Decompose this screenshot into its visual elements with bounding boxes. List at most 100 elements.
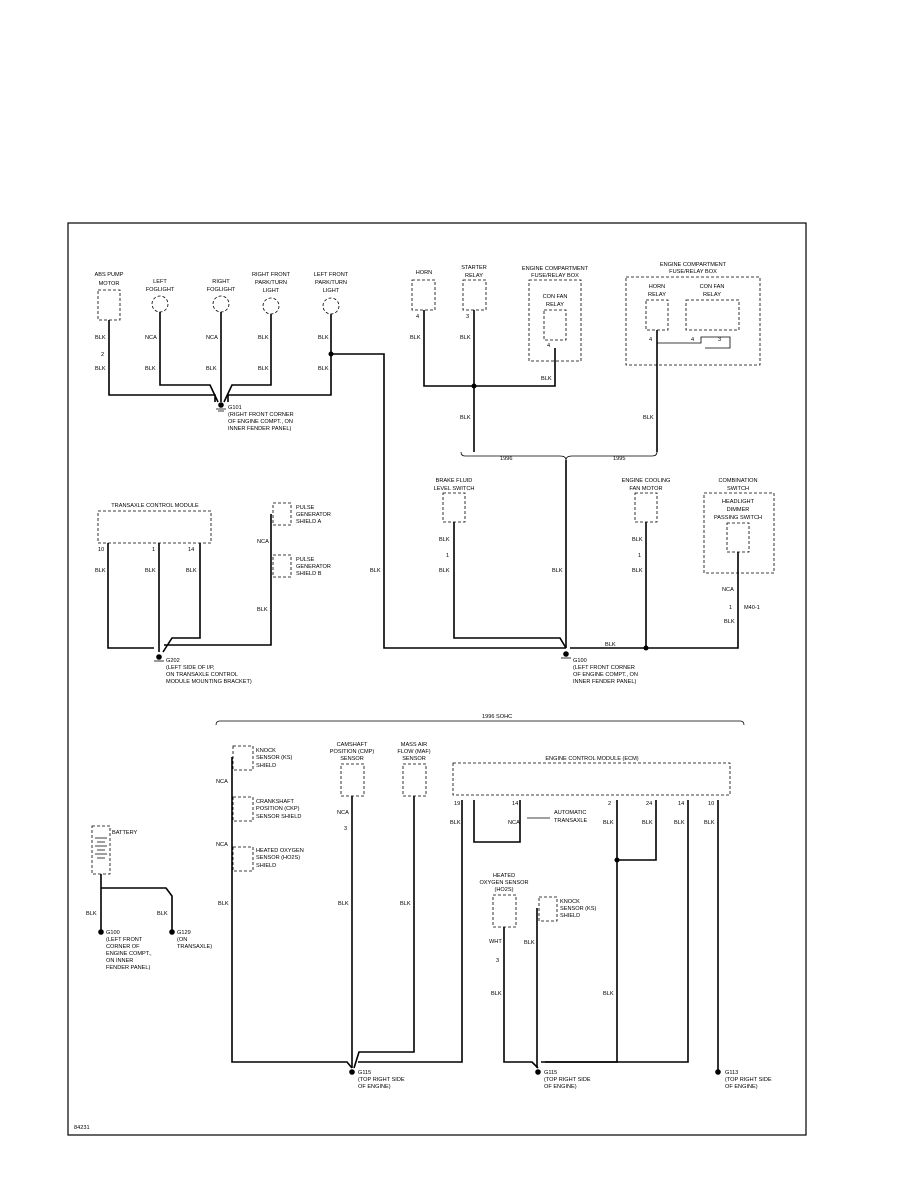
svg-text:POSITION (CKP): POSITION (CKP) bbox=[256, 806, 300, 812]
svg-text:OF ENGINE COMPT., ON: OF ENGINE COMPT., ON bbox=[573, 672, 638, 678]
svg-text:ENGINE COMPT.,: ENGINE COMPT., bbox=[106, 951, 152, 957]
svg-text:3: 3 bbox=[718, 337, 721, 343]
svg-text:SENSOR SHIELD: SENSOR SHIELD bbox=[256, 814, 301, 820]
svg-text:NCA: NCA bbox=[337, 810, 349, 816]
svg-text:G100: G100 bbox=[573, 658, 587, 664]
wire-label: NCA bbox=[206, 335, 218, 341]
svg-text:ENGINE COMPARTMENT: ENGINE COMPARTMENT bbox=[522, 266, 589, 272]
figure-id: 84231 bbox=[74, 1125, 90, 1131]
svg-text:3: 3 bbox=[466, 314, 469, 320]
svg-text:OF ENGINE): OF ENGINE) bbox=[544, 1084, 577, 1090]
battery-icon bbox=[95, 837, 107, 859]
svg-text:ENGINE COOLING: ENGINE COOLING bbox=[622, 478, 671, 484]
svg-text:HEATED OXYGEN: HEATED OXYGEN bbox=[256, 848, 304, 854]
g129-ground: G129 (ON TRANSAXLE) bbox=[169, 929, 212, 950]
g115a-wires bbox=[231, 757, 463, 1069]
svg-text:FLOW (MAF): FLOW (MAF) bbox=[397, 749, 430, 755]
g202-wires bbox=[107, 514, 272, 653]
g115b-wires bbox=[503, 908, 539, 1069]
right-front-park-turn-light: RIGHT FRONT PARK/TURN LIGHT bbox=[252, 272, 291, 315]
svg-text:BLK: BLK bbox=[370, 568, 381, 574]
svg-text:HORN: HORN bbox=[649, 284, 665, 290]
starter-relay: STARTER RELAY bbox=[461, 265, 487, 311]
wire-label: BLK bbox=[145, 366, 156, 372]
wire-label: NCA bbox=[145, 335, 157, 341]
svg-text:ENGINE CONTROL MODULE (ECM): ENGINE CONTROL MODULE (ECM) bbox=[545, 756, 638, 762]
svg-text:MASS AIR: MASS AIR bbox=[401, 742, 427, 748]
svg-text:SHIELD B: SHIELD B bbox=[296, 571, 322, 577]
transaxle-control-module: TRANSAXLE CONTROL MODULE bbox=[97, 503, 212, 544]
svg-text:19: 19 bbox=[454, 801, 460, 807]
svg-text:(TOP RIGHT SIDE: (TOP RIGHT SIDE bbox=[358, 1077, 405, 1083]
svg-text:OF ENGINE): OF ENGINE) bbox=[358, 1084, 391, 1090]
svg-text:FENDER PANEL): FENDER PANEL) bbox=[106, 965, 150, 971]
svg-text:LIGHT: LIGHT bbox=[263, 288, 280, 294]
wire-label: BLK bbox=[258, 366, 269, 372]
svg-text:G202: G202 bbox=[166, 658, 180, 664]
svg-text:BLK: BLK bbox=[491, 991, 502, 997]
ground-icon bbox=[169, 929, 175, 935]
svg-text:LEFT FRONT: LEFT FRONT bbox=[314, 272, 349, 278]
svg-text:3: 3 bbox=[344, 826, 347, 832]
g100-wires bbox=[453, 522, 739, 651]
connector-label: M40-1 bbox=[744, 605, 760, 611]
wire-label: BLK bbox=[95, 366, 106, 372]
svg-text:CAMSHAFT: CAMSHAFT bbox=[337, 742, 368, 748]
svg-text:SHIELD A: SHIELD A bbox=[296, 519, 321, 525]
svg-text:BATTERY: BATTERY bbox=[112, 830, 138, 836]
svg-text:4: 4 bbox=[416, 314, 419, 320]
svg-text:AUTOMATIC: AUTOMATIC bbox=[554, 810, 586, 816]
svg-text:10: 10 bbox=[98, 547, 104, 553]
svg-text:BLK: BLK bbox=[603, 991, 614, 997]
svg-text:OF ENGINE): OF ENGINE) bbox=[725, 1084, 758, 1090]
svg-text:NCA: NCA bbox=[722, 587, 734, 593]
svg-text:SHIELD: SHIELD bbox=[560, 913, 580, 919]
svg-text:BLK: BLK bbox=[460, 335, 471, 341]
svg-text:NCA: NCA bbox=[216, 842, 228, 848]
svg-text:(TOP RIGHT SIDE: (TOP RIGHT SIDE bbox=[725, 1077, 772, 1083]
knock-sensor-shield: KNOCK SENSOR (KS) SHIELD bbox=[538, 896, 597, 922]
wire-label: BLK bbox=[318, 335, 329, 341]
svg-text:SENSOR: SENSOR bbox=[402, 756, 426, 762]
g100-ground: G100 (LEFT FRONT CORNER OF ENGINE COMPT.… bbox=[561, 651, 638, 685]
svg-text:(HO2S): (HO2S) bbox=[495, 887, 514, 893]
svg-text:FAN MOTOR: FAN MOTOR bbox=[629, 486, 662, 492]
svg-text:COMBINATION: COMBINATION bbox=[718, 478, 757, 484]
horn: HORN bbox=[411, 270, 436, 311]
svg-text:FUSE/RELAY BOX: FUSE/RELAY BOX bbox=[669, 269, 717, 275]
ground-icon bbox=[715, 1069, 721, 1075]
svg-text:BLK: BLK bbox=[724, 619, 735, 625]
sohc-label: 1996 SOHC bbox=[482, 714, 512, 720]
svg-text:CORNER OF: CORNER OF bbox=[106, 944, 140, 950]
right-foglight: RIGHT FOGLIGHT bbox=[207, 279, 236, 313]
svg-text:(LEFT FRONT CORNER: (LEFT FRONT CORNER bbox=[573, 665, 635, 671]
cmp-sensor: CAMSHAFT POSITION (CMP) SENSOR bbox=[330, 742, 374, 797]
svg-text:BLK: BLK bbox=[95, 568, 106, 574]
svg-text:BLK: BLK bbox=[603, 820, 614, 826]
svg-text:INNER FENDER PANEL): INNER FENDER PANEL) bbox=[228, 426, 291, 432]
svg-text:RELAY: RELAY bbox=[465, 273, 483, 279]
svg-text:RELAY: RELAY bbox=[648, 292, 666, 298]
svg-text:2: 2 bbox=[608, 801, 611, 807]
svg-text:G101: G101 bbox=[228, 405, 242, 411]
wire-label: BLK bbox=[318, 366, 329, 372]
svg-text:(ON: (ON bbox=[177, 937, 187, 943]
lamp-icon bbox=[262, 297, 280, 315]
svg-text:PARK/TURN: PARK/TURN bbox=[255, 280, 287, 286]
svg-text:CON FAN: CON FAN bbox=[700, 284, 725, 290]
svg-text:LEFT: LEFT bbox=[153, 279, 167, 285]
svg-text:BLK: BLK bbox=[524, 940, 535, 946]
svg-text:1: 1 bbox=[638, 553, 641, 559]
svg-text:GENERATOR: GENERATOR bbox=[296, 564, 331, 570]
svg-text:G115: G115 bbox=[358, 1070, 371, 1076]
svg-text:MODULE MOUNTING BRACKET): MODULE MOUNTING BRACKET) bbox=[166, 679, 252, 685]
svg-text:OF ENGINE COMPT., ON: OF ENGINE COMPT., ON bbox=[228, 419, 293, 425]
ground-icon bbox=[563, 651, 569, 657]
svg-text:PULSE: PULSE bbox=[296, 557, 315, 563]
svg-text:SENSOR (KS): SENSOR (KS) bbox=[560, 906, 597, 912]
svg-text:GENERATOR: GENERATOR bbox=[296, 512, 331, 518]
svg-text:4: 4 bbox=[547, 343, 550, 349]
svg-text:BLK: BLK bbox=[632, 568, 643, 574]
sensor-shields: KNOCK SENSOR (KS) SHIELD CRANKSHAFT POSI… bbox=[232, 745, 304, 872]
